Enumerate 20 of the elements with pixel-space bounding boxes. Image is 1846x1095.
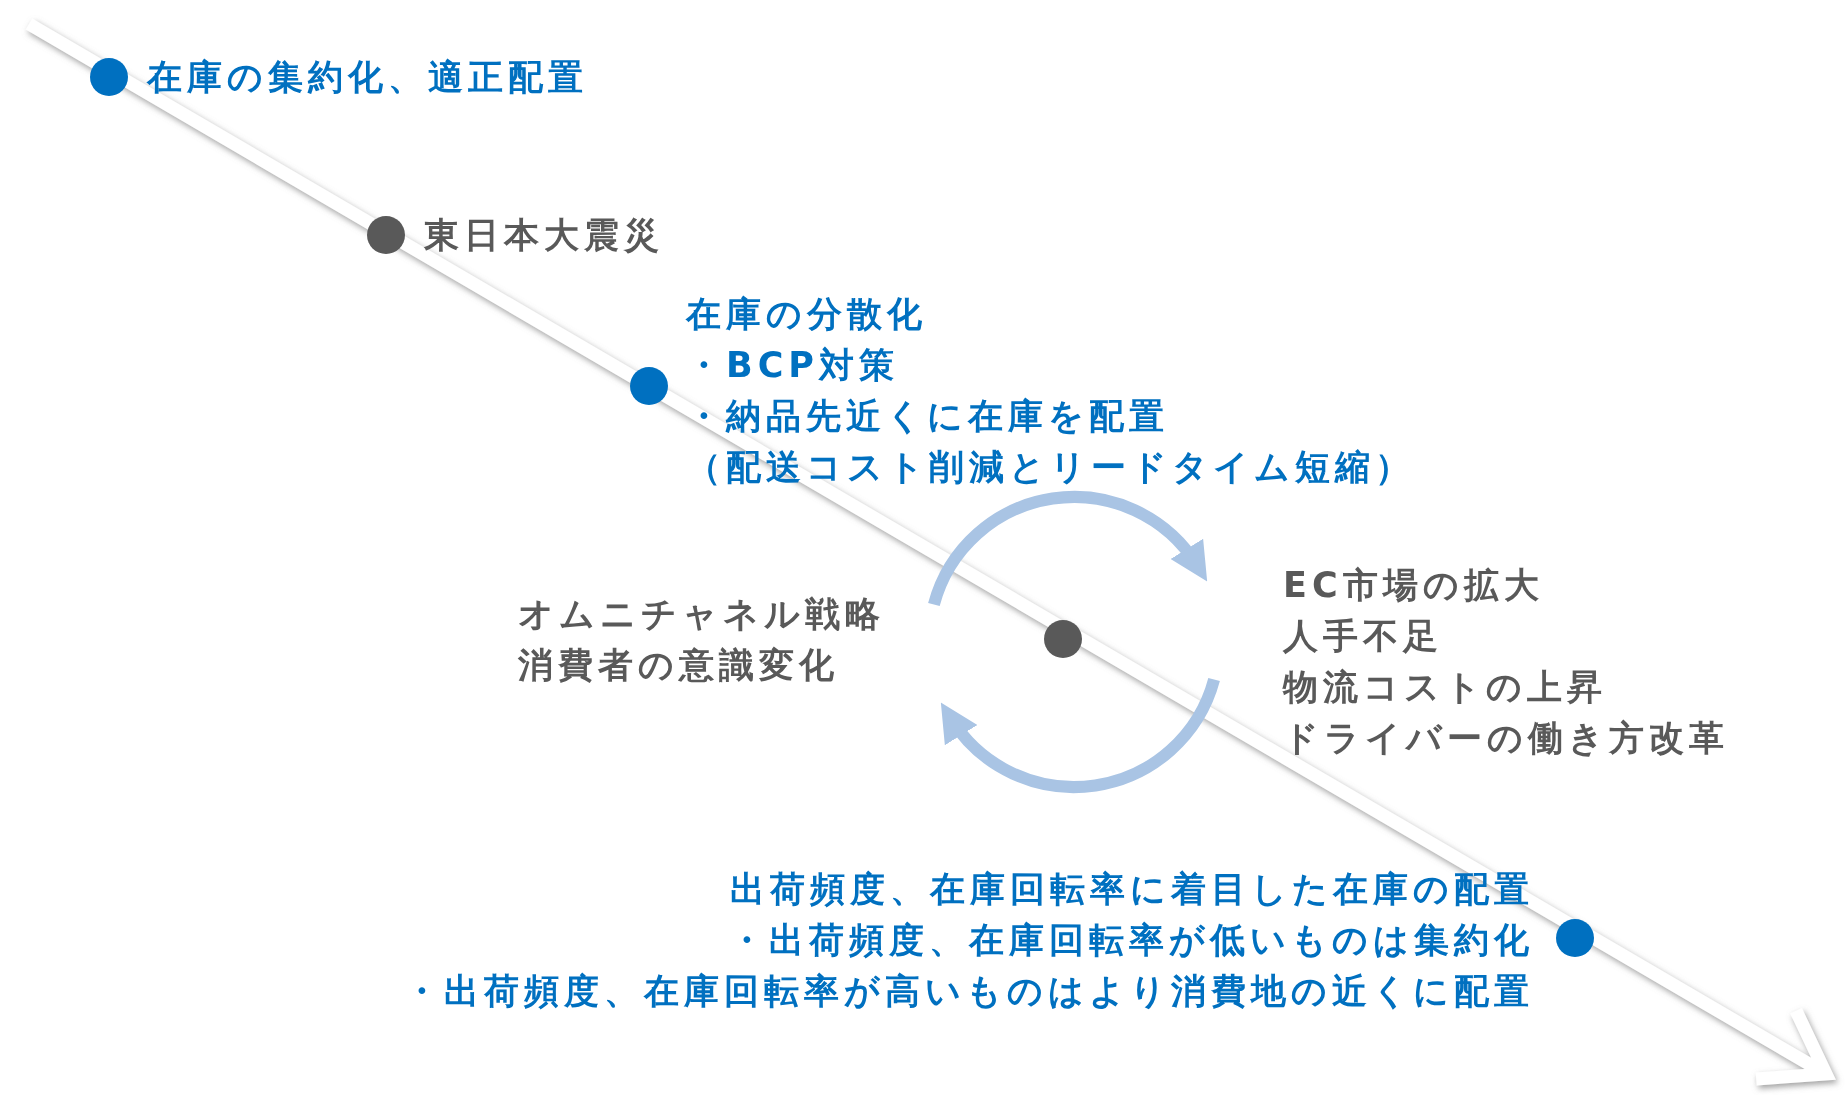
- timeline-dot: [367, 216, 405, 254]
- timeline-note: オムニチャネル戦略: [518, 593, 885, 636]
- timeline-dot: [90, 58, 128, 96]
- timeline-note: 物流コストの上昇: [1283, 666, 1608, 709]
- timeline-dot: [1044, 620, 1082, 658]
- timeline-note: ドライバーの働き方改革: [1283, 717, 1729, 760]
- timeline-note: 在庫の集約化、適正配置: [147, 56, 588, 99]
- timeline-note: 在庫の分散化: [686, 293, 928, 336]
- timeline-note: ・BCP対策: [686, 344, 900, 387]
- timeline-note: ・納品先近くに在庫を配置: [686, 395, 1170, 438]
- timeline-note: EC市場の拡大: [1283, 564, 1545, 607]
- timeline-note: （配送コスト削減とリードタイム短縮）: [686, 446, 1415, 489]
- timeline-note: ・出荷頻度、在庫回転率が低いものは集約化: [728, 919, 1534, 962]
- timeline-note: 東日本大震災: [424, 214, 664, 257]
- timeline-dot: [1556, 919, 1594, 957]
- timeline-note: ・出荷頻度、在庫回転率が高いものはより消費地の近くに配置: [404, 970, 1534, 1013]
- timeline-note: 人手不足: [1283, 615, 1444, 658]
- timeline-note: 出荷頻度、在庫回転率に着目した在庫の配置: [729, 868, 1534, 911]
- timeline-dot: [630, 367, 668, 405]
- timeline-note: 消費者の意識変化: [518, 644, 840, 687]
